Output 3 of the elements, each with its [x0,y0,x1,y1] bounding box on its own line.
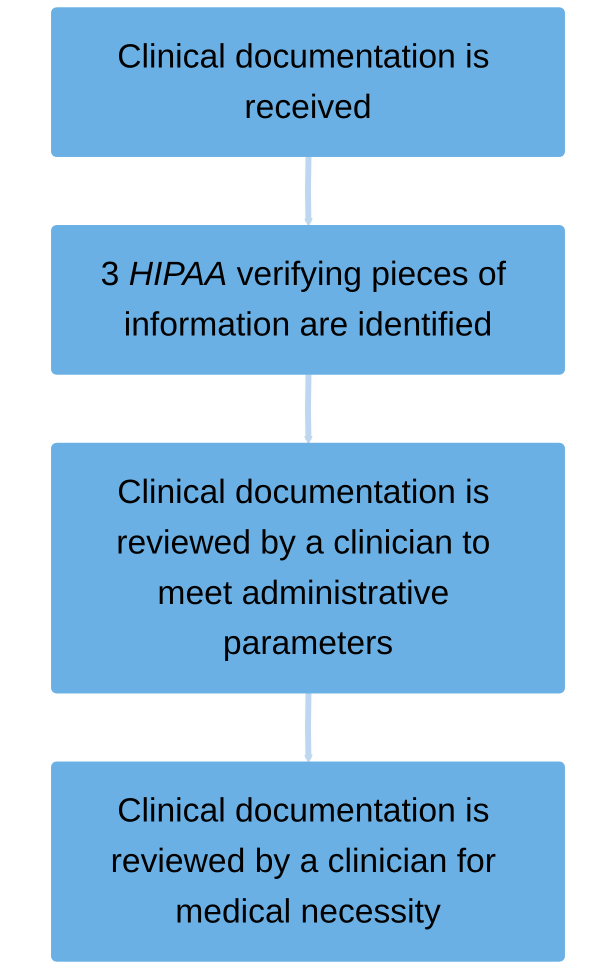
arrow [304,693,313,764]
arrow [304,374,313,444]
arrow [304,156,313,227]
